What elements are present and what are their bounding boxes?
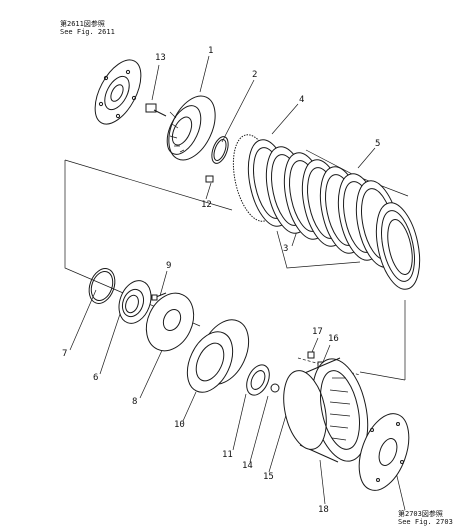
- part-9-screw: [151, 292, 167, 301]
- callout-2: 2: [252, 70, 258, 80]
- part-1-hub: [166, 95, 216, 161]
- callout-6: 6: [93, 373, 99, 383]
- part-13-bolt: [145, 103, 167, 117]
- callout-12: 12: [201, 200, 212, 210]
- ref-top-left-line1: 第2611図参照: [60, 20, 105, 28]
- part-11-bearing: [246, 364, 270, 396]
- callout-15: 15: [263, 472, 274, 482]
- part-17-bolt: [307, 351, 315, 359]
- clutch-disc-stack: [232, 134, 421, 290]
- callout-1: 1: [208, 46, 214, 56]
- callout-13: 13: [155, 53, 166, 63]
- callout-17: 17: [312, 327, 323, 337]
- ref-bottom-right-line2: See Fig. 2703: [398, 518, 453, 526]
- ref-bottom-right-line1: 第2703図参照: [398, 510, 443, 518]
- callout-9: 9: [166, 261, 172, 271]
- part-8-disc-plate: [145, 292, 195, 352]
- callout-7: 7: [62, 349, 68, 359]
- part-14-nut: [270, 383, 280, 393]
- part-2-snap-ring: [211, 136, 229, 164]
- ref-top-left-line2: See Fig. 2611: [60, 28, 115, 36]
- callout-4: 4: [299, 95, 305, 105]
- part-front-plate: [94, 59, 142, 125]
- callout-5: 5: [375, 139, 381, 149]
- callout-10: 10: [174, 420, 185, 430]
- callout-8: 8: [132, 397, 138, 407]
- part-12-pin: [205, 175, 214, 183]
- callout-14: 14: [242, 461, 253, 471]
- part-10-piston: [186, 319, 250, 393]
- callout-18: 18: [318, 505, 329, 515]
- part-6-bearing: [118, 280, 152, 324]
- callout-16: 16: [328, 334, 339, 344]
- callout-11: 11: [222, 450, 233, 460]
- callout-3: 3: [283, 244, 289, 254]
- part-18-drum: [283, 357, 369, 463]
- part-cover-plate: [358, 413, 410, 491]
- part-7-ring: [88, 268, 116, 304]
